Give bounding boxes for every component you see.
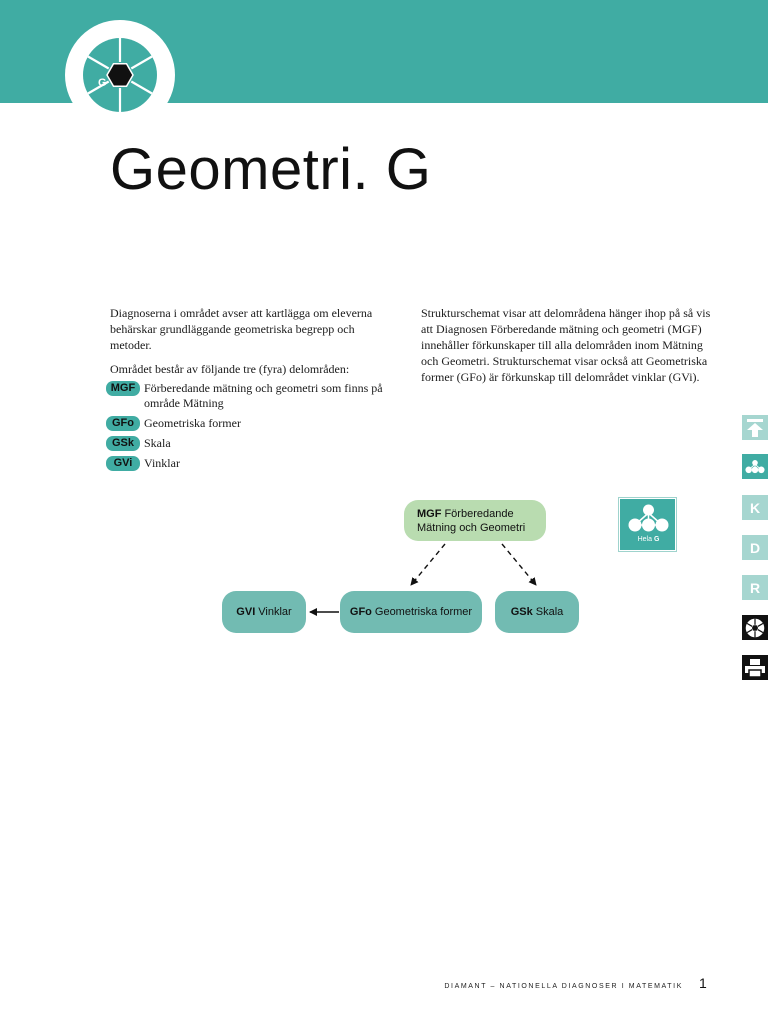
node-code: GSk: [510, 606, 533, 618]
node-label: Vinklar: [258, 606, 292, 618]
tab-d[interactable]: D: [742, 535, 768, 560]
left-column: Diagnoserna i området avser att kartlägg…: [110, 305, 395, 385]
subareas-lead: Området består av följande tre (fyra) de…: [110, 362, 350, 376]
right-column: Strukturschemat visar att delområdena hä…: [421, 305, 711, 385]
subarea-badge-gfo: GFo: [106, 416, 140, 431]
structure-tree-icon: [628, 504, 669, 532]
diamond-logo-icon: [745, 618, 765, 637]
structure-paragraph: Strukturschemat visar att delområdena hä…: [421, 306, 711, 384]
edge-mgf-gfo: [410, 543, 446, 586]
node-label: Geometriska former: [374, 606, 473, 618]
subarea-badge-gsk: GSk: [106, 436, 140, 451]
subarea-name: Förberedande mätning och geometri som fi…: [144, 381, 383, 410]
tab-print[interactable]: [742, 655, 768, 680]
diagram-edges: [309, 543, 537, 616]
subarea-name: Geometriska former: [144, 416, 241, 430]
node-code: MGF: [417, 507, 442, 520]
list-item: GFo Geometriska former: [106, 416, 396, 431]
tab-top[interactable]: [742, 415, 768, 440]
page-number: 1: [699, 975, 707, 991]
list-item: GSk Skala: [106, 436, 396, 451]
node-label: Förberedande: [444, 507, 514, 520]
node-label: Mätning och Geometri: [417, 521, 526, 534]
subarea-name: Vinklar: [144, 456, 180, 470]
hela-prefix: Hela: [637, 536, 652, 543]
page-title: Geometri. G: [110, 137, 432, 202]
structure-tree-icon: [745, 459, 765, 473]
node-code: GVI: [236, 606, 256, 618]
node-code: GFo: [349, 606, 372, 618]
printer-icon: [745, 658, 765, 677]
list-item: GVi Vinklar: [106, 456, 396, 471]
subarea-badge-gvi: GVi: [106, 456, 140, 471]
edge-mgf-gsk: [501, 543, 537, 586]
tab-structure[interactable]: [742, 454, 768, 479]
footer-title: DIAMANT – NATIONELLA DIAGNOSER I MATEMAT…: [444, 983, 683, 990]
hela-label: Hela G: [620, 536, 677, 543]
node-label: Skala: [535, 606, 564, 618]
logo-letter: G: [98, 77, 107, 89]
list-item: MGF Förberedande mätning och geometri so…: [106, 381, 396, 411]
hela-letter: G: [653, 536, 660, 543]
tab-r[interactable]: R: [742, 575, 768, 600]
intro-paragraph: Diagnoserna i området avser att kartlägg…: [110, 306, 373, 352]
hela-g-button[interactable]: Hela G: [618, 497, 677, 552]
diamond-logo-icon: G: [83, 38, 157, 112]
tab-diamond[interactable]: [742, 615, 768, 640]
subarea-badge-mgf: MGF: [106, 381, 140, 396]
arrow-up-to-top-icon: [747, 418, 763, 437]
subarea-name: Skala: [144, 436, 171, 450]
subarea-list: MGF Förberedande mätning och geometri so…: [106, 381, 396, 476]
tab-k[interactable]: K: [742, 495, 768, 520]
